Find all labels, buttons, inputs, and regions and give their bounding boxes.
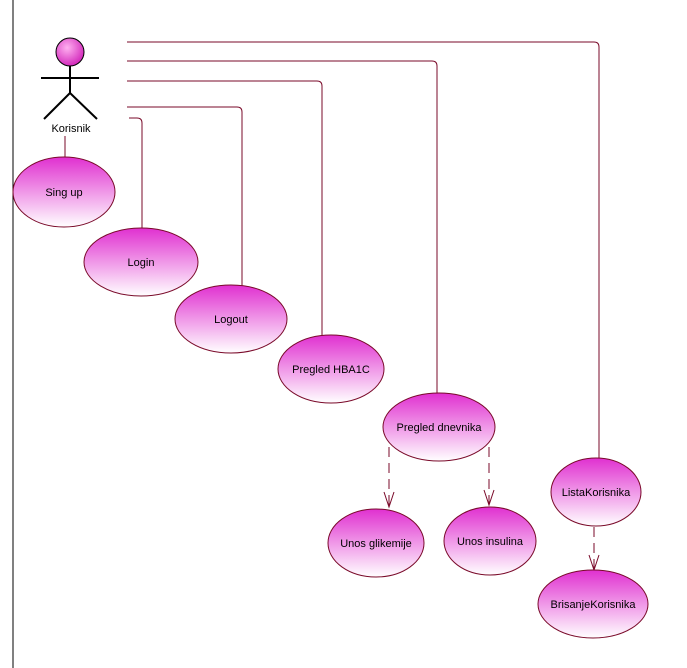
usecase-dnevnik[interactable]: Pregled dnevnika — [382, 392, 496, 462]
usecase-hba1c-label: Pregled HBA1C — [292, 364, 370, 376]
usecase-logout-label: Logout — [214, 314, 248, 326]
usecase-dnevnik-shape — [382, 392, 496, 462]
usecase-lista-shape — [550, 457, 642, 527]
association-lista — [127, 41, 600, 458]
usecase-glikemija[interactable]: Unos glikemije — [327, 508, 425, 578]
actor-left-leg — [43, 92, 71, 120]
usecase-brisanje-shape — [537, 569, 649, 639]
dependency-glikemija-arrowhead — [383, 491, 395, 509]
association-login — [129, 117, 143, 228]
usecase-signup-shape — [12, 156, 116, 228]
usecase-glikemija-shape — [327, 508, 425, 578]
usecase-logout-shape — [174, 284, 288, 354]
usecase-signup[interactable]: Sing up — [12, 156, 116, 228]
usecase-logout[interactable]: Logout — [174, 284, 288, 354]
usecase-lista-label: ListaKorisnika — [562, 487, 631, 499]
usecase-insulin[interactable]: Unos insulina — [443, 506, 537, 576]
association-hba1c — [127, 80, 323, 335]
usecase-hba1c-shape — [277, 334, 385, 404]
usecase-brisanje[interactable]: BrisanjeKorisnika — [537, 569, 649, 639]
usecase-glikemija-label: Unos glikemije — [340, 538, 412, 550]
association-dnevnik — [127, 60, 438, 393]
actor-label: Korisnik — [51, 123, 91, 135]
usecase-hba1c[interactable]: Pregled HBA1C — [277, 334, 385, 404]
usecase-insulin-label: Unos insulina — [457, 536, 524, 548]
usecase-brisanje-label: BrisanjeKorisnika — [551, 599, 637, 611]
dependency-insulin-arrowhead — [483, 489, 495, 507]
usecase-login-shape — [83, 227, 199, 297]
actor-right-leg — [69, 92, 98, 120]
association-logout — [127, 106, 243, 286]
usecase-signup-label: Sing up — [45, 187, 82, 199]
usecase-login[interactable]: Login — [83, 227, 199, 297]
usecase-login-label: Login — [128, 257, 155, 269]
usecase-lista[interactable]: ListaKorisnika — [550, 457, 642, 527]
usecase-dnevnik-label: Pregled dnevnika — [396, 422, 482, 434]
usecase-insulin-shape — [443, 506, 537, 576]
stick-figure-actor-icon — [41, 37, 99, 120]
actor-head — [55, 37, 85, 67]
